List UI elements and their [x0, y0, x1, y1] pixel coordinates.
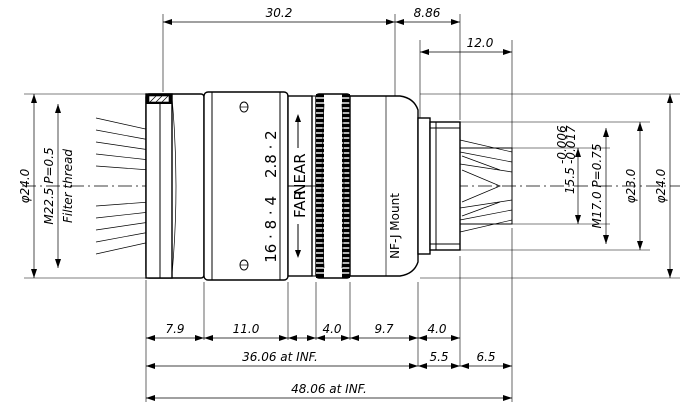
dim-seg1: 7.9 — [165, 322, 184, 336]
aperture-scale-bottom: 16 · 8 · 4 — [262, 196, 280, 263]
dim-mount-dia: φ23.0 — [624, 168, 638, 203]
dim-total-inf: 36.06 at INF. — [242, 350, 318, 364]
dimension-labels: 30.2 8.86 12.0 7.9 11.0 4.0 9.7 4.0 36.0… — [18, 6, 668, 396]
dim-mount-length: 12.0 — [467, 36, 494, 50]
filter-thread-hatching — [95, 117, 151, 255]
dim-overall-inf: 48.06 at INF. — [291, 382, 367, 396]
dim-seg7: 6.5 — [476, 350, 495, 364]
dim-mount-thread: M17.0 P=0.75 — [590, 144, 604, 229]
dim-filter-label: Filter thread — [61, 149, 75, 223]
mount — [417, 117, 513, 255]
far-label: FAR — [291, 190, 309, 218]
front-barrel — [145, 93, 205, 279]
dim-seg3: 4.0 — [322, 322, 341, 336]
dim-pilot-dia: 15.5 — [563, 167, 577, 194]
dim-seg4: 9.7 — [374, 322, 393, 336]
dim-rear-dia: φ24.0 — [654, 168, 668, 203]
extension-lines — [24, 14, 680, 402]
mount-name-label: NF-J Mount — [388, 193, 402, 259]
near-far-ring: NEAR FAR — [287, 95, 316, 277]
dim-filter-thread: M22.5 P=0.5 — [42, 147, 56, 224]
rear-body: NF-J Mount — [349, 95, 419, 277]
aperture-scale-top: 2.8 · 2 — [262, 130, 280, 178]
near-label: NEAR — [291, 153, 309, 194]
vertical-dimensions — [31, 94, 673, 278]
dim-front-dia: φ24.0 — [18, 168, 32, 203]
dim-pilot-tol-lower: -0.017 — [564, 125, 578, 164]
dim-pilot-tol-upper: -0.006 — [555, 125, 569, 164]
focus-barrel: 2.8 · 2 16 · 8 · 4 — [203, 91, 289, 281]
dim-seg2: 11.0 — [233, 322, 260, 336]
dim-seg6: 5.5 — [429, 350, 448, 364]
horizontal-dimensions — [146, 19, 513, 401]
dim-seg5: 4.0 — [427, 322, 446, 336]
knurled-grip — [315, 93, 351, 279]
dim-flange-back: 8.86 — [414, 6, 441, 20]
dim-top-length: 30.2 — [266, 6, 293, 20]
